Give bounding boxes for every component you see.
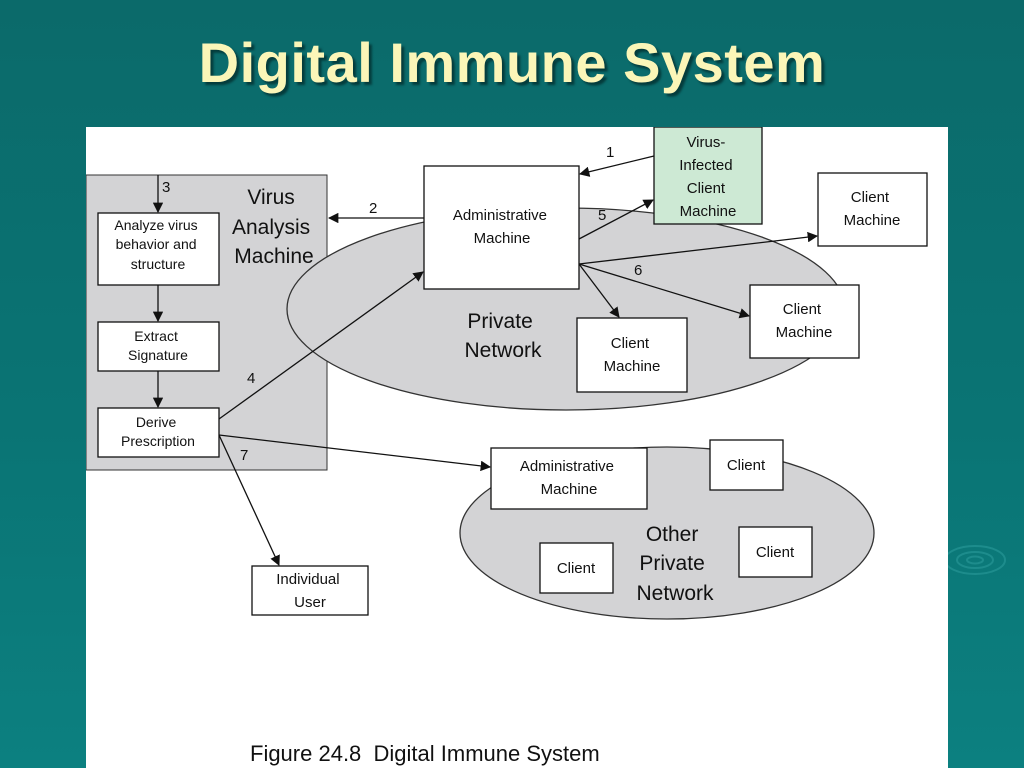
arrow-5	[578, 199, 654, 240]
step-number-6: 6	[634, 262, 642, 279]
figure-caption: Figure 24.8 Digital Immune System	[250, 741, 600, 766]
client-machine-label: Client Machine	[604, 335, 661, 375]
client-machine-box	[576, 317, 688, 393]
vam-title-line: Machine	[234, 245, 313, 268]
administrative-machine-label: Administrative Machine	[453, 207, 551, 247]
arrow-6-to-client-mid	[578, 263, 750, 319]
step-number-7: 7	[240, 447, 248, 464]
individual-user-label: Individual User	[276, 571, 344, 611]
client-machine-box	[817, 172, 928, 247]
virus-infected-client-label: Virus- Infected Client Machine	[679, 134, 737, 220]
client-machine-box	[749, 284, 860, 359]
other-client-label: Client	[756, 544, 795, 561]
other-client-box	[738, 526, 813, 578]
administrative-machine-box	[423, 165, 580, 290]
virus-infected-client-box	[653, 127, 763, 225]
derive-prescription-label: Derive Prescription	[121, 414, 195, 449]
virus-analysis-machine-title: Virus Analysis Machine	[232, 186, 316, 268]
step-number-4: 4	[247, 370, 255, 387]
other-client-label: Client	[557, 560, 596, 577]
arrow-7-to-other-admin	[218, 434, 492, 472]
private-network-label: Private Network	[464, 310, 542, 362]
vam-title-line: Analysis	[232, 216, 310, 239]
client-machine-label: Client Machine	[844, 189, 901, 229]
other-administrative-machine-label: Administrative Machine	[520, 458, 618, 498]
step-number-5: 5	[598, 207, 606, 224]
other-client-label: Client	[727, 457, 766, 474]
step-number-2: 2	[369, 200, 377, 217]
individual-user-box	[251, 565, 369, 616]
analyze-virus-box	[97, 212, 220, 286]
figure-panel: Virus Analysis Machine Analyze virus beh…	[86, 127, 948, 768]
vam-title-line: Virus	[247, 186, 294, 209]
arrow-7-to-individual-user	[218, 434, 280, 566]
arrow-6-to-client-right	[578, 231, 819, 265]
derive-prescription-box	[97, 407, 220, 458]
arrow-1	[578, 155, 655, 177]
arrow-4	[218, 271, 424, 420]
extract-signature-label: Extract Signature	[128, 328, 188, 363]
arrow-6-to-client-bottom	[578, 263, 620, 318]
slide-title: Digital Immune System	[198, 31, 826, 94]
other-client-box	[709, 439, 784, 491]
other-client-box	[539, 542, 614, 594]
other-private-network-label: Other Private Network	[636, 523, 714, 605]
other-administrative-machine-box	[490, 447, 648, 510]
step-number-3: 3	[162, 179, 170, 196]
client-machine-label: Client Machine	[776, 301, 833, 341]
analyze-virus-label: Analyze virus behavior and structure	[114, 217, 201, 272]
step-number-1: 1	[606, 144, 614, 161]
digital-immune-system-diagram: Virus Analysis Machine Analyze virus beh…	[86, 127, 928, 766]
